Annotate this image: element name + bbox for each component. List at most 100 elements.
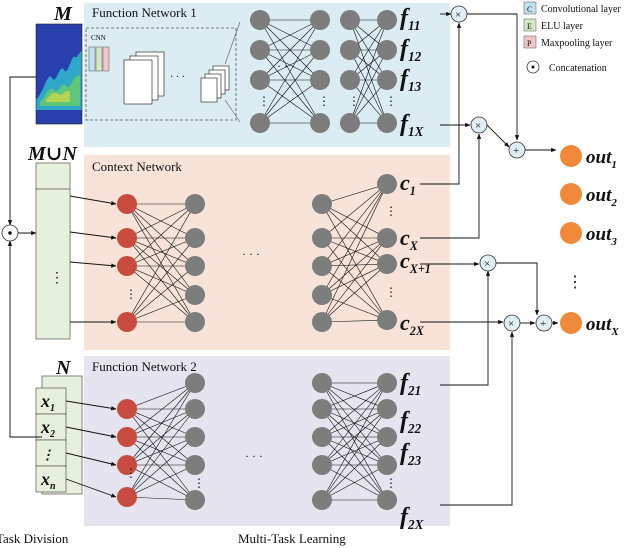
vertical-ellipsis: ⋮ [125, 287, 137, 301]
connection-line [126, 294, 196, 323]
multiply-op-1-symbol: × [455, 9, 461, 21]
connection-line [126, 436, 196, 498]
context-input-node [117, 228, 137, 248]
vertical-ellipsis: ⋮ [385, 94, 397, 108]
horizontal-ellipsis: · · · [245, 449, 263, 463]
connection-line [126, 408, 196, 501]
add-op-1-symbol: + [513, 145, 519, 157]
context-hidden-node [185, 256, 205, 276]
context-output-node [377, 254, 397, 274]
legend-maxpool-label: Maxpooling layer [541, 38, 613, 49]
connection-line [321, 203, 388, 321]
connection-line [321, 183, 388, 239]
fn2-hidden-node [185, 427, 205, 447]
connection-line [126, 203, 196, 323]
wire-cx [420, 133, 482, 239]
vertical-ellipsis: ⋮ [385, 476, 397, 490]
fn2-output-node [377, 399, 397, 419]
x-input-subscript: 1 [50, 403, 55, 414]
context-output-node [377, 228, 397, 248]
output-ellipsis: ⋮ [567, 274, 583, 291]
connection-line [321, 203, 388, 265]
footer-multi-task-learning: Multi-Task Learning [238, 531, 346, 546]
context-hidden-node [185, 312, 205, 332]
fn1-hidden-node [310, 113, 330, 133]
legend: C Convolutional layer E ELU layer P Maxp… [523, 1, 621, 74]
connection-line [126, 265, 196, 296]
x-input-label: ⋮ [41, 447, 54, 462]
connection-line [259, 79, 321, 124]
m-union-n-label: M∪N [27, 143, 79, 165]
fn2-hidden-node [312, 490, 332, 510]
add-op-2-symbol: + [540, 318, 546, 330]
fn1-hidden-node [377, 10, 397, 30]
feature-map-stack-large [123, 51, 165, 105]
wire-mul2-to-add1 [486, 124, 510, 148]
fn2-output-label-subscript: 2X [407, 517, 425, 532]
final-output-label: out1 [586, 147, 617, 171]
connection-line [126, 496, 196, 501]
wire-mul1-to-add1 [467, 13, 520, 141]
connection-line [321, 408, 388, 438]
connection-line [321, 237, 388, 323]
final-output-node [560, 145, 582, 167]
context-network-title: Context Network [92, 159, 182, 174]
fn2-hidden-node [312, 373, 332, 393]
feature-map-stack-small [200, 65, 230, 103]
fn1-hidden-node [377, 40, 397, 60]
connection-line [126, 203, 196, 296]
fn1-hidden-node [250, 10, 270, 30]
context-input-node [117, 194, 137, 214]
connection-line [126, 436, 196, 466]
fn1-hidden-node [250, 70, 270, 90]
legend-key-maxpool: P [527, 39, 532, 48]
final-output-node [560, 183, 582, 205]
input-arrow [65, 400, 117, 411]
horizontal-ellipsis: · · · [242, 247, 260, 261]
fn2-output-label: f2X [400, 504, 425, 532]
fn1-hidden-node [250, 113, 270, 133]
wire-f2x [440, 331, 515, 506]
x-input-subscript: 2 [49, 429, 55, 440]
fn2-output-label-subscript: 23 [407, 453, 422, 468]
input-arrow [65, 426, 117, 439]
final-output-label: out3 [586, 224, 617, 248]
vertical-ellipsis: ⋮ [125, 466, 137, 480]
cnn-layer-legend-chips [88, 46, 110, 72]
wire-c1 [420, 22, 462, 185]
fn1-output-label-subscript: 12 [408, 49, 422, 64]
x-input-cell [35, 465, 67, 493]
context-hidden-node [312, 312, 332, 332]
x-input-subscript: n [50, 481, 56, 492]
connection-line [126, 203, 196, 239]
connection-line [321, 464, 388, 501]
network-layers: ⋮⋮⋮⋮· · ·⋮⋮⋮· · ·⋮⋮⋮· · · [65, 10, 397, 510]
context-output-label-subscript: X+1 [409, 262, 431, 276]
context-output-node [377, 174, 397, 194]
connection-line [126, 237, 196, 323]
fn2-hidden-node [185, 399, 205, 419]
connection-line [126, 265, 196, 323]
final-output-subscript: 1 [611, 159, 617, 171]
fn2-hidden-node [312, 399, 332, 419]
context-output-label-subscript: 1 [410, 184, 416, 198]
context-hidden-node [312, 285, 332, 305]
fn2-output-node [377, 490, 397, 510]
connection-line [321, 263, 388, 267]
fn2-hidden-node [312, 455, 332, 475]
connection-line [126, 382, 196, 410]
fn1-hidden-node [250, 40, 270, 60]
connection-line [321, 382, 388, 438]
multiply-op-4-symbol: × [508, 318, 514, 330]
fn1-hidden-node [340, 10, 360, 30]
spectrogram-image [35, 23, 83, 125]
fn2-hidden-node [185, 455, 205, 475]
connection-line [321, 237, 388, 321]
multiply-op-3-symbol: × [484, 258, 490, 270]
connection-line [321, 263, 388, 296]
connection-line [321, 436, 388, 466]
connection-line [321, 183, 388, 296]
fn2-hidden-node [185, 490, 205, 510]
fn2-output-label-subscript: 22 [407, 421, 422, 436]
